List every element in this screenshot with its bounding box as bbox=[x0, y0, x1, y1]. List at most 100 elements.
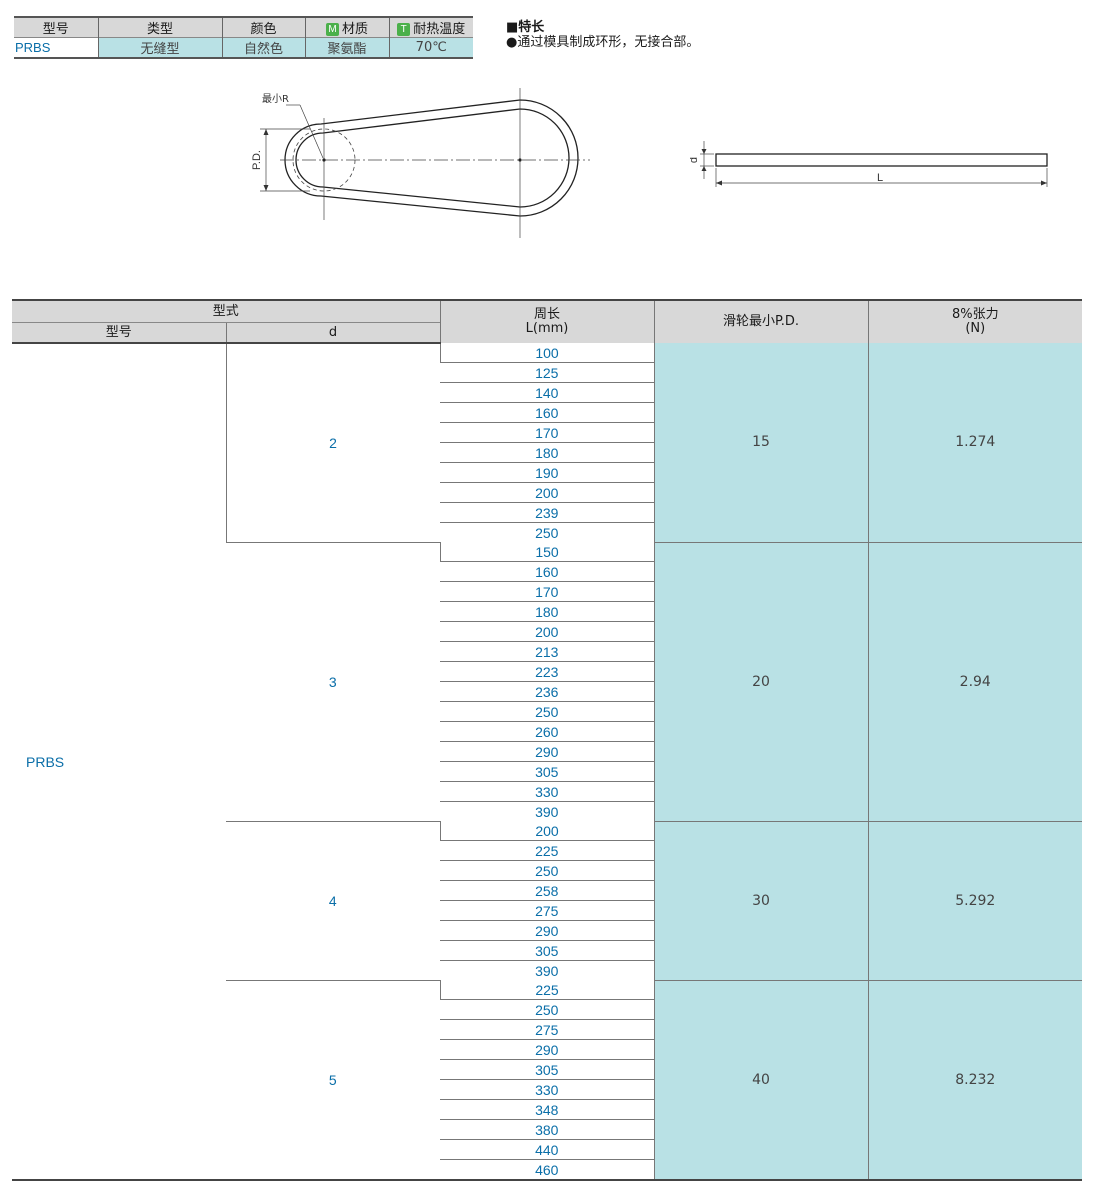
length-cell: 250 bbox=[440, 999, 655, 1020]
table-row: 330 bbox=[12, 1079, 1082, 1100]
table-row: 260 bbox=[12, 721, 1082, 742]
table-row: 275 bbox=[12, 1019, 1082, 1040]
length-cell: 200 bbox=[440, 621, 655, 642]
spec-header-type: 类型 bbox=[97, 16, 222, 38]
spec-model-value: PRBS bbox=[14, 37, 98, 59]
features-title: ■特长 bbox=[506, 20, 545, 35]
table-row: 250 bbox=[12, 522, 1082, 542]
belt-pulley-drawing: P.D. 最小R bbox=[251, 88, 590, 238]
spec-header-model: 型号 bbox=[14, 16, 98, 38]
features-item: ●通过模具制成环形，无接合部。 bbox=[506, 35, 700, 50]
length-cell: 170 bbox=[440, 422, 655, 443]
table-row: 180 bbox=[12, 442, 1082, 463]
table-row: 225 bbox=[12, 840, 1082, 861]
length-cell: 330 bbox=[440, 781, 655, 802]
length-cell: 440 bbox=[440, 1139, 655, 1160]
table-row: 348 bbox=[12, 1099, 1082, 1120]
header-length: 周长 L(mm) bbox=[439, 299, 655, 343]
table-row: 290 bbox=[12, 920, 1082, 941]
header-tension: 8%张力 (N) bbox=[867, 299, 1083, 343]
model-cell: PRBS bbox=[26, 753, 65, 770]
header-length-title: 周长 bbox=[534, 307, 561, 322]
header-tension-title: 8%张力 bbox=[951, 307, 999, 322]
pd-label: P.D. bbox=[251, 150, 263, 170]
d-cell: 5 bbox=[226, 979, 441, 1180]
table-row: 305 bbox=[12, 940, 1082, 961]
length-cell: 250 bbox=[440, 701, 655, 722]
d-cell: 2 bbox=[225, 343, 441, 542]
pulley-pd-cell: 30 bbox=[653, 820, 869, 980]
length-cell: 213 bbox=[440, 641, 655, 662]
length-cell: 250 bbox=[440, 860, 655, 881]
table-row: 213 bbox=[12, 641, 1082, 662]
table-row: 140 bbox=[12, 382, 1082, 403]
header-d: d bbox=[225, 322, 441, 344]
length-cell: 170 bbox=[440, 581, 655, 602]
d-label: d bbox=[690, 157, 700, 163]
length-cell: 225 bbox=[440, 840, 655, 861]
length-cell: 305 bbox=[440, 940, 655, 961]
table-row: 223 bbox=[12, 661, 1082, 682]
tension-cell: 2.94 bbox=[867, 541, 1083, 821]
length-cell: 275 bbox=[440, 1019, 655, 1040]
table-row: 258 bbox=[12, 880, 1082, 901]
table-row: 380 bbox=[12, 1119, 1082, 1140]
length-cell: 380 bbox=[440, 1119, 655, 1140]
table-row: 305 bbox=[12, 761, 1082, 782]
table-row: 250 bbox=[12, 701, 1082, 722]
length-cell: 290 bbox=[440, 920, 655, 941]
table-row: 290 bbox=[12, 741, 1082, 762]
table-row: 290 bbox=[12, 1039, 1082, 1060]
length-cell: 180 bbox=[440, 442, 655, 463]
table-row: 190 bbox=[12, 462, 1082, 483]
min-r-label: 最小R bbox=[262, 93, 289, 105]
length-cell: 160 bbox=[440, 561, 655, 582]
table-row: 275 bbox=[12, 900, 1082, 921]
table-row: 390 bbox=[12, 960, 1082, 980]
spec-header-material-label: 材质 bbox=[341, 22, 368, 37]
table-row: 460 bbox=[12, 1159, 1082, 1180]
header-model: 型号 bbox=[12, 322, 226, 344]
table-row: 236 bbox=[12, 681, 1082, 702]
length-cell: 180 bbox=[440, 601, 655, 622]
spec-type-value: 无缝型 bbox=[97, 37, 222, 59]
table-row: 390 bbox=[12, 801, 1082, 821]
tension-cell: 1.274 bbox=[867, 343, 1083, 542]
length-cell: 305 bbox=[440, 1059, 655, 1080]
table-row: 239 bbox=[12, 502, 1082, 523]
table-row: 180 bbox=[12, 601, 1082, 622]
d-cell: 3 bbox=[226, 541, 441, 821]
length-cell: 460 bbox=[440, 1159, 655, 1180]
length-cell: 225 bbox=[439, 980, 655, 1000]
header-type-group: 型式 bbox=[12, 299, 441, 323]
pulley-pd-cell: 20 bbox=[653, 541, 869, 821]
features-block: ■特长 ●通过模具制成环形，无接合部。 bbox=[506, 20, 699, 50]
length-cell: 290 bbox=[440, 741, 655, 762]
table-row: 440 bbox=[12, 1139, 1082, 1160]
table-row: 160 bbox=[12, 561, 1082, 582]
belt-section-drawing: d L bbox=[690, 141, 1048, 187]
temperature-badge: T bbox=[397, 23, 411, 36]
length-cell: 275 bbox=[440, 900, 655, 921]
table-row: 200 bbox=[12, 621, 1082, 642]
length-cell: 200 bbox=[439, 821, 655, 841]
length-cell: 390 bbox=[440, 960, 655, 980]
d-cell: 4 bbox=[226, 820, 441, 980]
length-cell: 140 bbox=[440, 382, 655, 403]
table-row: 160 bbox=[12, 402, 1082, 423]
length-cell: 250 bbox=[440, 522, 655, 542]
pulley-pd-cell: 15 bbox=[653, 343, 869, 542]
length-cell: 260 bbox=[440, 721, 655, 742]
spec-color-value: 自然色 bbox=[221, 37, 305, 59]
length-cell: 236 bbox=[440, 681, 655, 702]
table-row: 170 bbox=[12, 581, 1082, 602]
header-length-unit: L(mm) bbox=[525, 321, 569, 336]
spec-temperature-value: 70℃ bbox=[388, 37, 473, 59]
